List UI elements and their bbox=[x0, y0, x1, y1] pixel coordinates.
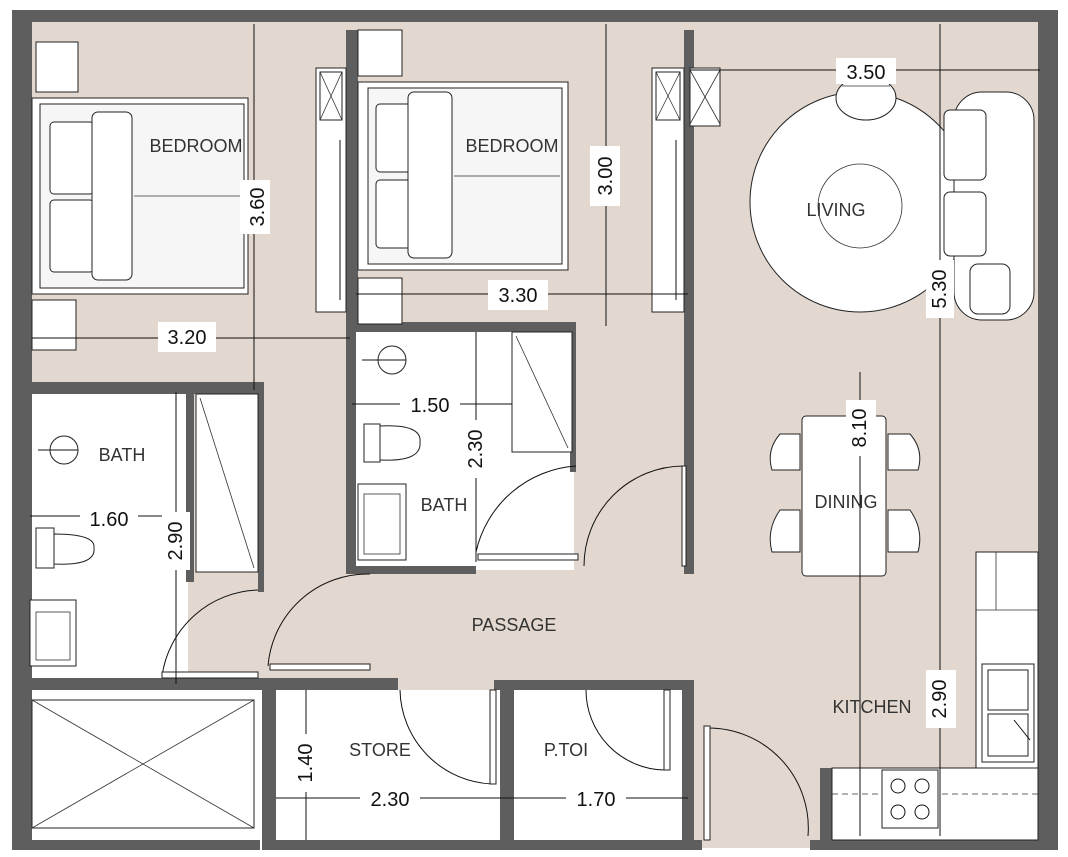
dim-bath1-width: 1.60 bbox=[90, 509, 129, 531]
wardrobe-icon bbox=[651, 67, 685, 313]
room-label-kitchen: KITCHEN bbox=[832, 697, 911, 717]
room-label-store: STORE bbox=[349, 740, 411, 760]
dim-store-height: 1.40 bbox=[295, 744, 317, 783]
wall-ptoi-right bbox=[682, 680, 694, 848]
wardrobe-icon bbox=[315, 67, 347, 313]
room-label-bath1: BATH bbox=[99, 445, 146, 465]
nightstand-icon bbox=[35, 41, 79, 93]
chair-icon bbox=[769, 433, 921, 553]
wall-kitchen-right bbox=[820, 768, 832, 848]
sink-icon bbox=[981, 663, 1035, 763]
wall-bed1-bath1 bbox=[30, 382, 260, 394]
room-label-ptoi: P.TOI bbox=[544, 740, 588, 760]
wall-bath2-right bbox=[570, 322, 576, 472]
door-swing-icon bbox=[399, 689, 497, 785]
dim-store-width: 2.30 bbox=[371, 789, 410, 811]
nightstand-icon bbox=[31, 299, 77, 351]
dim-bedroom2-height: 3.00 bbox=[595, 157, 617, 196]
door-swing-icon bbox=[161, 589, 259, 679]
wardrobe-icon bbox=[689, 67, 721, 127]
wall-passage-mid bbox=[494, 680, 684, 690]
cooktop-icon bbox=[881, 769, 939, 829]
washbasin-icon bbox=[29, 599, 77, 667]
door-swing-icon bbox=[703, 725, 809, 841]
room-label-dining: DINING bbox=[815, 492, 878, 512]
room-label-bath2: BATH bbox=[421, 495, 468, 515]
room-label-bedroom1: BEDROOM bbox=[149, 136, 242, 156]
dim-total-height: 8.10 bbox=[849, 409, 871, 448]
wall-bottom-right bbox=[810, 840, 1058, 850]
door-swing-icon bbox=[585, 689, 671, 771]
room-label-passage: PASSAGE bbox=[472, 615, 557, 635]
wall-bed-divider bbox=[346, 30, 358, 330]
washbasin-icon bbox=[357, 483, 407, 561]
wall-bath2-left bbox=[346, 322, 356, 572]
bed-icon bbox=[31, 97, 249, 295]
washbasin-icon bbox=[38, 435, 79, 465]
wall-store-ptoi bbox=[500, 680, 514, 848]
wall-bath1-right bbox=[186, 392, 194, 582]
wall-top-inner bbox=[32, 22, 1038, 30]
wall-bath2-top bbox=[346, 322, 574, 332]
dim-living-height: 5.30 bbox=[929, 270, 951, 309]
room-label-living: LIVING bbox=[806, 200, 865, 220]
dim-ptoi-width: 1.70 bbox=[577, 789, 616, 811]
wall-right bbox=[1038, 10, 1058, 850]
washbasin-icon bbox=[362, 345, 407, 375]
wall-bath1-right2 bbox=[258, 382, 264, 592]
round-rug-center bbox=[817, 163, 903, 249]
room-label-bedroom2: BEDROOM bbox=[465, 136, 558, 156]
dim-kitchen-height: 2.90 bbox=[929, 680, 951, 719]
dim-bath2-width: 1.50 bbox=[411, 395, 450, 417]
ptoi-floor bbox=[512, 690, 684, 840]
wall-bath1-bottom bbox=[22, 678, 398, 690]
dim-bath2-height: 2.30 bbox=[465, 430, 487, 469]
wall-bottom-mid bbox=[262, 840, 702, 850]
wall-left bbox=[12, 10, 32, 850]
shower-icon bbox=[511, 331, 573, 453]
dim-bedroom2-width: 3.30 bbox=[499, 285, 538, 307]
sofa-icon bbox=[943, 91, 1035, 321]
bed-icon bbox=[357, 81, 569, 271]
toilet-icon bbox=[363, 423, 421, 463]
dim-bedroom1-height: 3.60 bbox=[247, 188, 269, 227]
door-swing-icon bbox=[583, 465, 687, 567]
door-swing-icon bbox=[267, 573, 371, 671]
dim-bath1-height: 2.90 bbox=[165, 522, 187, 561]
wall-bottom-left bbox=[12, 840, 260, 850]
wall-bath2-bottom bbox=[346, 566, 476, 574]
dim-bedroom1-width: 3.20 bbox=[168, 327, 207, 349]
dim-living-width: 3.50 bbox=[847, 62, 886, 84]
shower-icon bbox=[195, 393, 259, 573]
nightstand-icon bbox=[357, 277, 403, 325]
nightstand-icon bbox=[357, 29, 403, 77]
wall-bed2-living bbox=[684, 30, 694, 574]
wall-store-left bbox=[262, 678, 276, 848]
toilet-icon bbox=[35, 527, 95, 569]
